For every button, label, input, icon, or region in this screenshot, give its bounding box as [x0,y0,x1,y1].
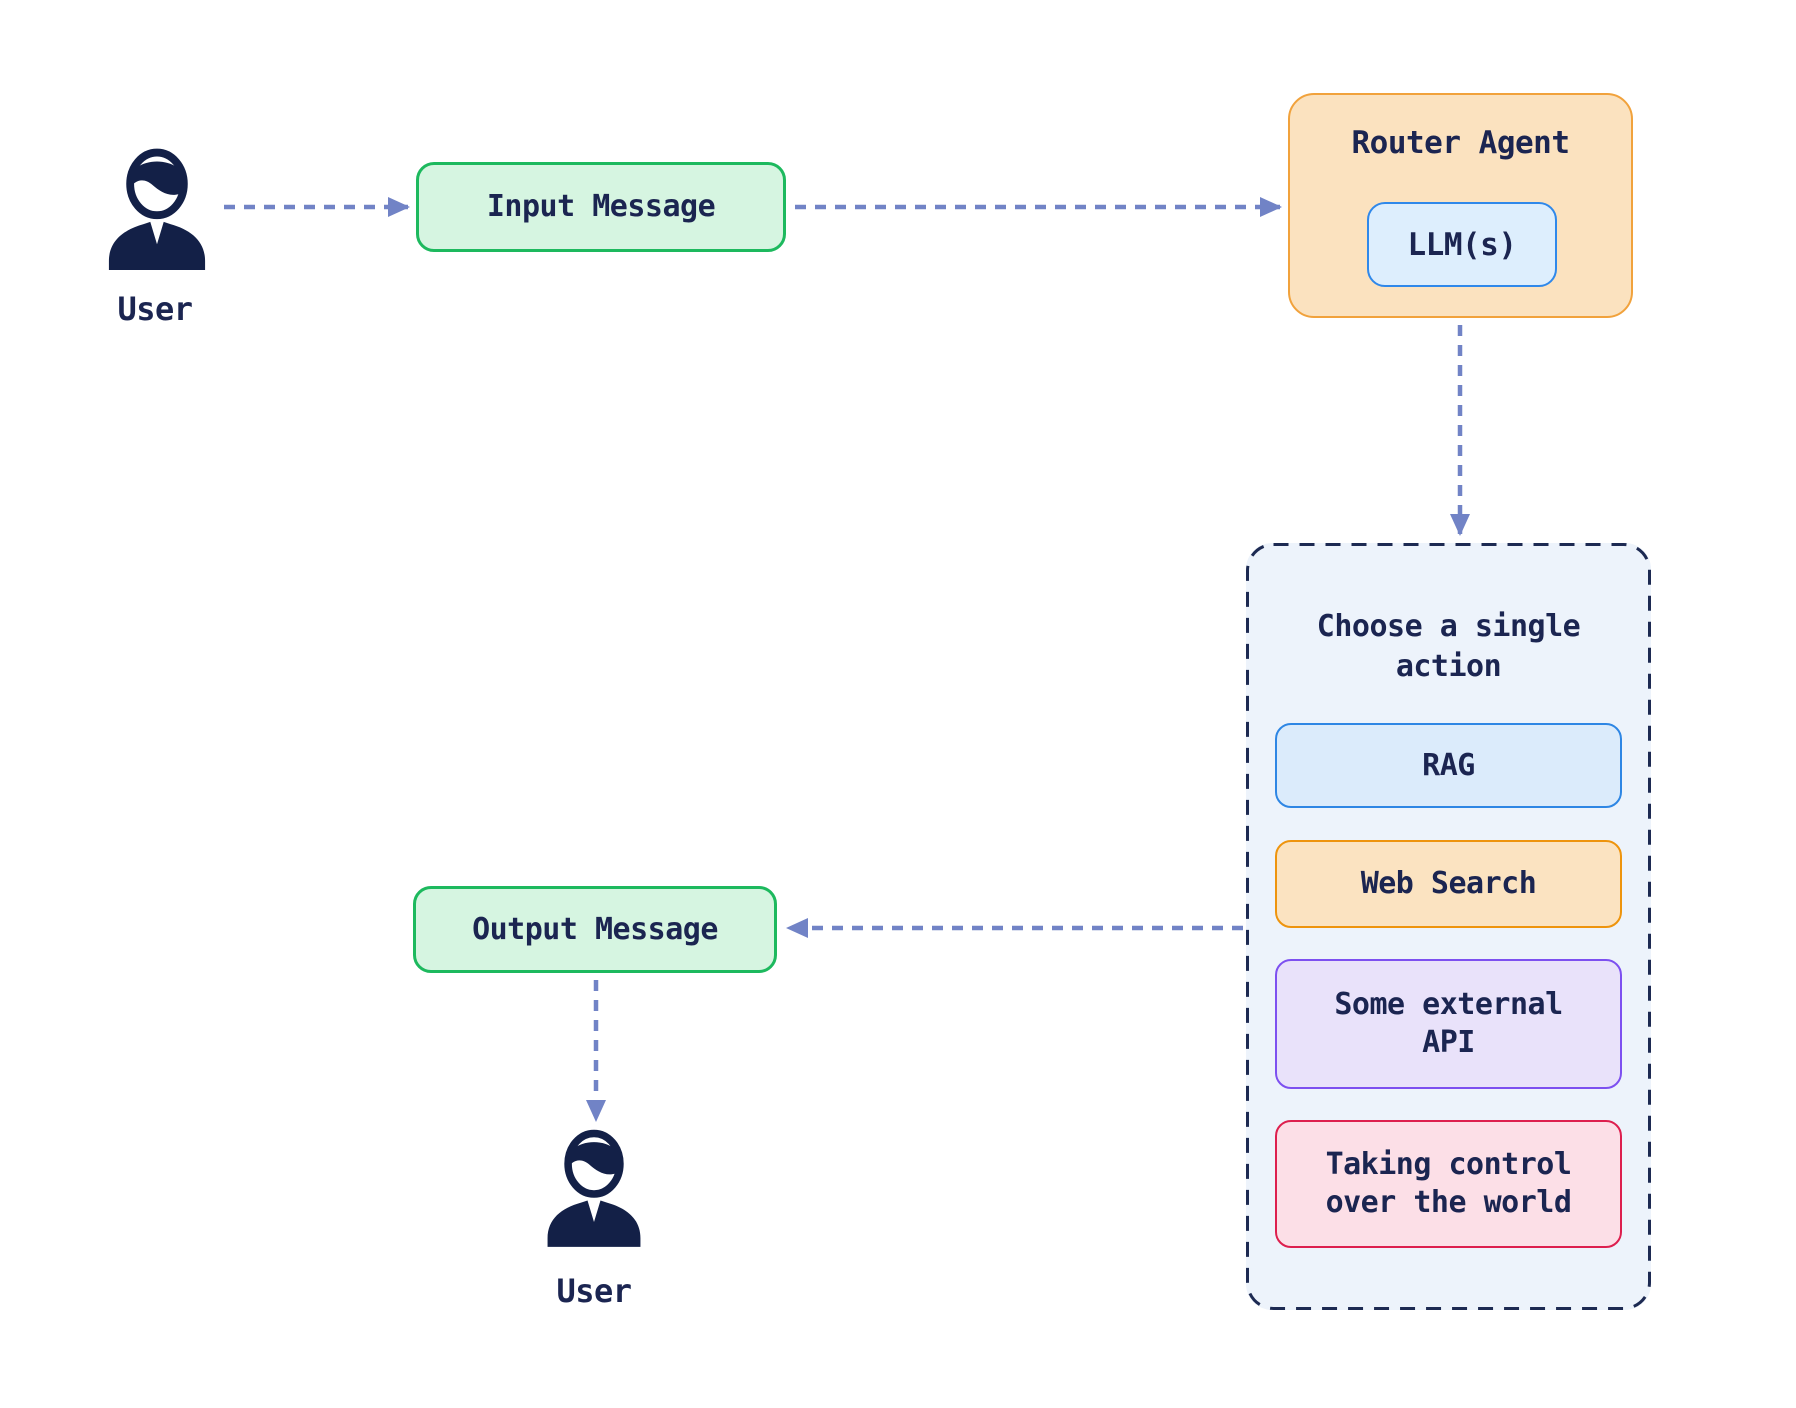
action-world-control-line1: Taking control [1325,1147,1572,1182]
action-group-title-line1: Choose a single [1316,609,1581,644]
user-top-label: User [117,290,193,328]
user-icon-body [108,221,206,270]
action-external-api-line2: API [1422,1025,1475,1060]
user-icon-body [547,1200,641,1247]
action-world-control-line2: over the world [1325,1185,1572,1220]
action-group: Choose a single action RAG Web Search So… [1246,543,1651,1310]
action-world-control: Taking control over the world [1275,1120,1622,1248]
router-agent-title: Router Agent [1351,125,1570,161]
action-web-search: Web Search [1275,840,1622,928]
user-icon [108,148,206,270]
input-message-label: Input Message [486,189,716,224]
action-external-api: Some external API [1275,959,1622,1089]
action-external-api-line1: Some external [1334,987,1563,1022]
input-message-node: Input Message [416,162,786,252]
llm-label: LLM(s) [1407,226,1517,263]
llm-node: LLM(s) [1367,202,1557,287]
action-group-title: Choose a single action [1246,607,1651,687]
router-agent-node: Router Agent LLM(s) [1288,93,1633,318]
user-icon-hair [565,1142,623,1175]
user-icon [547,1129,641,1247]
action-group-title-line2: action [1395,649,1502,684]
output-message-node: Output Message [413,886,777,973]
user-icon-hair [127,161,187,195]
action-rag: RAG [1275,723,1622,808]
output-message-label: Output Message [472,911,718,947]
action-web-search-label: Web Search [1360,866,1537,901]
action-rag-label: RAG [1422,747,1475,783]
user-bottom-label: User [556,1272,632,1310]
